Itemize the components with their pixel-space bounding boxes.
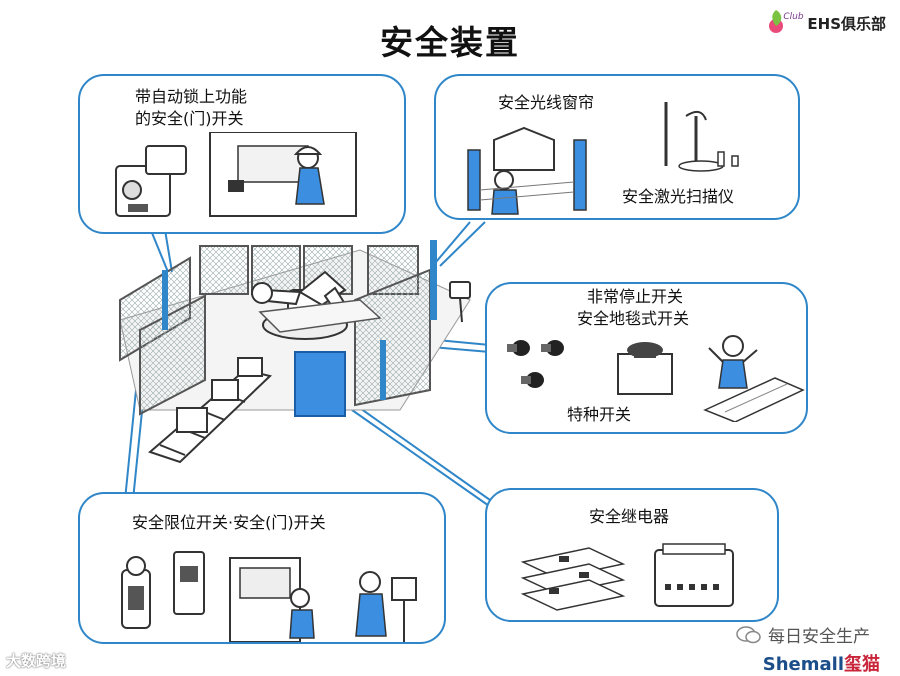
- machine-with-workers-icon: [229, 557, 417, 642]
- laser-scanner-icon: [664, 102, 739, 172]
- wechat-account-name: 每日安全生产: [768, 627, 870, 647]
- robot-cell: [119, 240, 471, 464]
- laser-scanner-label: 安全激光扫描仪: [622, 187, 735, 206]
- brand-logo: Club EHS俱乐部: [767, 6, 886, 40]
- footer-brand-en: Shemall: [762, 654, 844, 675]
- club-text: Club: [783, 12, 804, 22]
- callout-door-lock-switch: 带自动锁上功能 的安全(门)开关: [78, 74, 406, 234]
- light-curtain-icon: [467, 126, 587, 215]
- door-lock-switch-icon: [115, 145, 187, 217]
- door-lock-label-line1: 带自动锁上功能: [135, 87, 248, 106]
- footer-brand: Shemall玺猫: [763, 650, 880, 676]
- callout-light-curtain: 安全光线窗帘 安全激光扫描仪: [434, 74, 800, 220]
- special-switch-label: 特种开关: [567, 405, 632, 424]
- callout-safety-relay: 安全继电器: [485, 488, 779, 622]
- callout-limit-switch: 安全限位开关·安全(门)开关: [78, 492, 446, 644]
- safety-mat-label: 安全地毯式开关: [577, 309, 690, 328]
- club-logo-icon: [769, 10, 784, 33]
- safety-relay-label: 安全继电器: [589, 507, 670, 526]
- door-lock-label-line2: 的安全(门)开关: [135, 109, 244, 128]
- emergency-stop-label: 非常停止开关: [587, 287, 684, 306]
- page-title: 安全装置: [380, 23, 520, 62]
- worker-on-mat-icon: [703, 335, 805, 422]
- worker-at-door-icon: [209, 132, 357, 217]
- special-switches-icon: [507, 340, 564, 388]
- light-curtain-label: 安全光线窗帘: [498, 93, 595, 112]
- circuit-boards-icon: [520, 547, 626, 611]
- watermark-left: 大数跨境: [6, 652, 67, 670]
- brand-name: EHS俱乐部: [807, 14, 886, 33]
- limit-switch-label: 安全限位开关·安全(门)开关: [132, 513, 326, 532]
- safety-relay-module-icon: [654, 543, 734, 607]
- wechat-icon: [736, 625, 761, 643]
- footer-brand-cn: 玺猫: [844, 654, 880, 675]
- emergency-stop-button-icon: [617, 342, 673, 395]
- wechat-account: 每日安全生产: [736, 622, 870, 647]
- callout-emergency-stop: 非常停止开关 安全地毯式开关 特种开关: [485, 282, 808, 434]
- limit-switch-icons: [121, 551, 205, 629]
